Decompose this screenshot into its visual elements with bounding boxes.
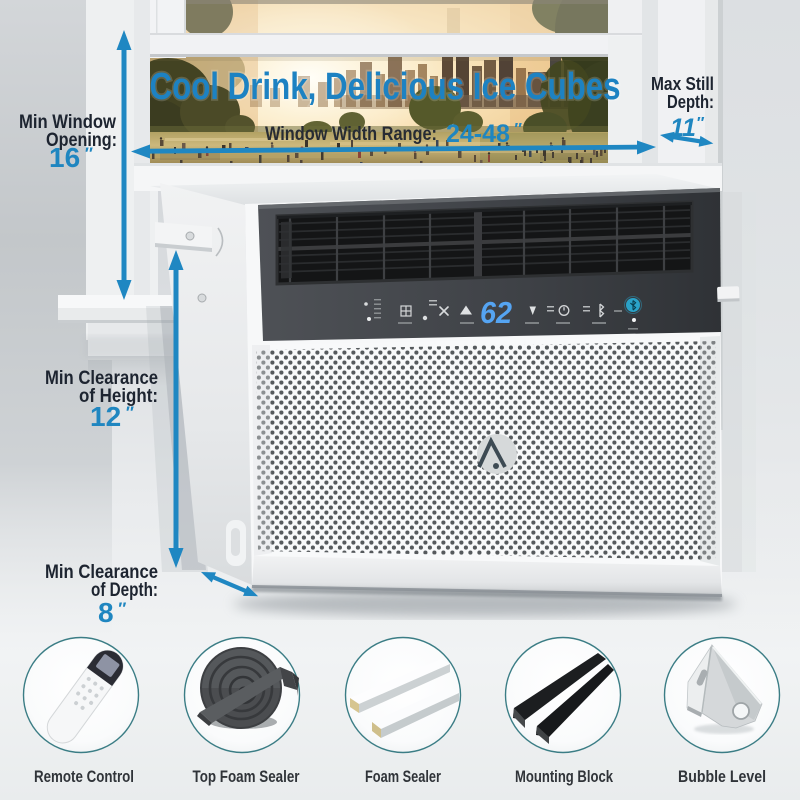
svg-text:of Height:: of Height:: [79, 385, 158, 407]
svg-text:Mounting Block: Mounting Block: [515, 767, 613, 786]
svg-text:Cool Drink, Delicious Ice Cube: Cool Drink, Delicious Ice Cubes: [150, 66, 621, 108]
svg-text:24-48 ″: 24-48 ″: [446, 120, 522, 148]
svg-text:Opening:: Opening:: [46, 129, 117, 151]
svg-text:Remote Control: Remote Control: [34, 767, 134, 786]
svg-text:Window Width Range:: Window Width Range:: [265, 124, 437, 145]
svg-text:Min Window: Min Window: [19, 111, 117, 133]
svg-text:Cool Drink, Delicious Ice Cube: Cool Drink, Delicious Ice Cubes: [150, 66, 621, 108]
svg-text:62: 62: [480, 295, 512, 330]
svg-text:Max Still: Max Still: [651, 74, 714, 94]
svg-text:Foam Sealer: Foam Sealer: [365, 767, 441, 786]
svg-text:Depth:: Depth:: [667, 92, 714, 112]
svg-text:of Depth:: of Depth:: [91, 579, 158, 601]
svg-text:Min Clearance: Min Clearance: [45, 561, 158, 583]
svg-text:Min Clearance: Min Clearance: [45, 367, 158, 389]
svg-text:Bubble Level: Bubble Level: [678, 767, 766, 786]
svg-text:Top Foam Sealer: Top Foam Sealer: [193, 767, 300, 786]
